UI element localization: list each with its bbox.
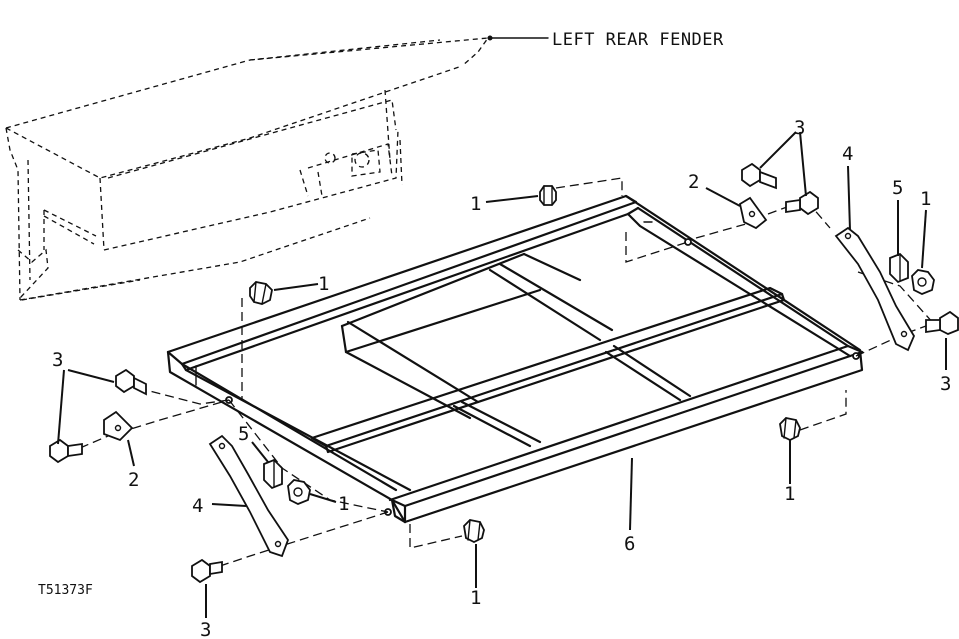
callout-nut-right-top: 1 [920,188,931,210]
nut-top [539,185,557,206]
nut-right-front [779,417,801,442]
bolt-left-top [115,368,147,396]
fender-label: LEFT REAR FENDER [552,30,724,50]
clips [263,252,909,490]
plate-left [103,410,134,442]
callout-bracket-right: 4 [842,143,853,165]
leader-lines [57,131,947,618]
callout-plate-top: 2 [688,171,699,193]
bolt-top-right-a [741,162,777,190]
frame-assembly [166,194,864,524]
callout-nut-left-frame: 1 [318,273,329,295]
bolt-right [925,310,959,335]
callout-nut-right-front: 1 [784,483,795,505]
callout-bolt-left-top: 3 [52,349,63,371]
callout-nut-bottom: 1 [470,587,481,609]
clip-right [889,252,909,284]
figure-reference: T51373F [38,583,93,598]
callout-nut-left-bracket: 1 [338,493,349,515]
bracket-left [208,434,290,558]
nut-left-frame [249,281,273,305]
plates [103,196,768,442]
bracket-right [834,226,916,352]
callout-nut-top: 1 [470,193,481,215]
callout-clip-left: 5 [238,423,249,445]
left-rear-fender-phantom [5,37,490,301]
plate-top [738,196,768,230]
support-brackets [208,226,916,558]
bolt-bottom [191,558,223,584]
nut-bottom [463,519,485,544]
cap-screws [49,162,959,584]
callout-bolt-top-right: 3 [794,117,805,139]
clip-left [263,458,283,490]
callout-clip-right: 5 [892,177,903,199]
bolt-top-right-b [785,190,819,216]
hex-nuts [249,185,935,544]
callout-bolt-bottom: 3 [200,619,211,639]
callout-frame: 6 [624,533,635,555]
bolt-left-bottom [49,438,83,464]
callout-numbers: 1 1 1 1 1 1 3 3 3 3 2 2 4 4 5 5 6 [52,117,951,639]
nut-right-top [911,269,935,295]
callout-plate-left: 2 [128,469,139,491]
callout-bolt-right: 3 [940,373,951,395]
nut-left-bracket [287,479,311,505]
fender-callout: LEFT REAR FENDER [487,30,724,50]
callout-bracket-left: 4 [192,495,203,517]
